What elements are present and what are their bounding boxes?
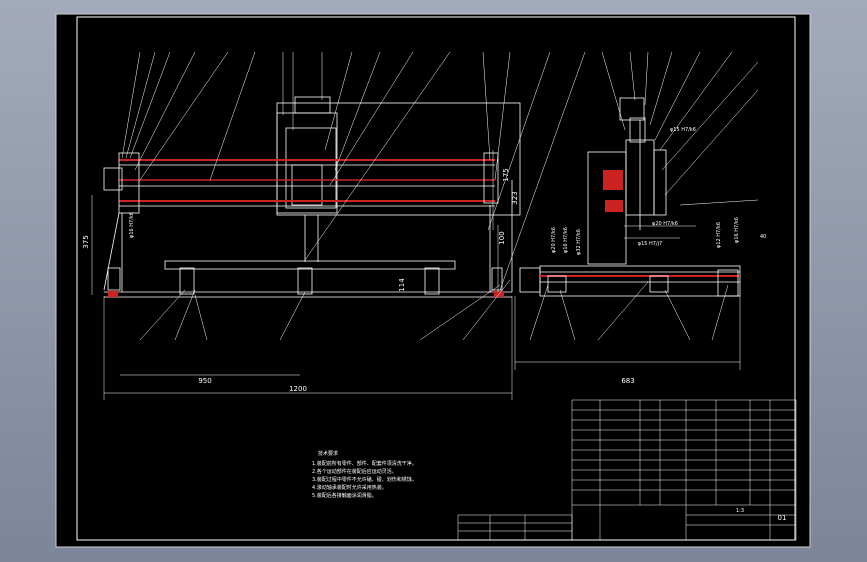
side-view [519, 97, 741, 297]
title-sheet-no: 01 [778, 514, 787, 522]
side-fit-5: φ16 H7/k6 [563, 227, 569, 253]
side-fit-3: φ15 H7/j7 [638, 241, 662, 247]
dim-a: 175 [502, 168, 510, 181]
front-dimensions [91, 150, 513, 400]
dim-base-span: 950 [198, 377, 211, 385]
title-scale: 1:3 [736, 508, 744, 514]
drawing-border [76, 16, 796, 541]
dim-b: 323 [511, 191, 519, 204]
dim-height-left: 375 [82, 235, 90, 248]
note-line: 1.装配前所有零件、部件、配套件须清洗干净。 [312, 460, 417, 467]
note-line: 4.滚动轴承装配时允许采用热装。 [312, 484, 387, 491]
dim-d: 100 [498, 231, 506, 244]
side-fit-8: φ16 H7/k6 [734, 217, 740, 243]
technical-notes: 技术要求 1.装配前所有零件、部件、配套件须清洗干净。 2.各个运动部件在装配后… [312, 450, 417, 499]
side-fit-6: φ32 H7/k6 [576, 229, 582, 255]
dim-overall-width: 1200 [289, 385, 307, 393]
drawing-sheet [55, 13, 811, 548]
fit-left: φ16 H7/k6 [129, 212, 135, 238]
note-line: 5.装配后各接触面涂润滑脂。 [312, 492, 377, 499]
front-view [103, 96, 521, 298]
front-leaders [121, 51, 586, 341]
dim-c: 114 [398, 278, 406, 292]
side-fit-4: φ20 H7/k6 [551, 227, 557, 253]
side-dim: 40 [760, 234, 766, 240]
dim-bottom-width: 683 [621, 377, 634, 385]
side-leaders [514, 51, 759, 370]
parts-list [457, 399, 797, 541]
side-fit-1: φ15 H7/k6 [670, 127, 696, 133]
notes-heading: 技术要求 [318, 450, 338, 457]
side-fit-7: φ12 H7/k6 [716, 222, 722, 248]
side-fit-2: φ20 H7/k6 [652, 221, 678, 227]
note-line: 2.各个运动部件在装配后应运动灵活。 [312, 468, 397, 475]
note-line: 3.装配过程中零件不允许磕、碰、划伤和锈蚀。 [312, 476, 417, 483]
